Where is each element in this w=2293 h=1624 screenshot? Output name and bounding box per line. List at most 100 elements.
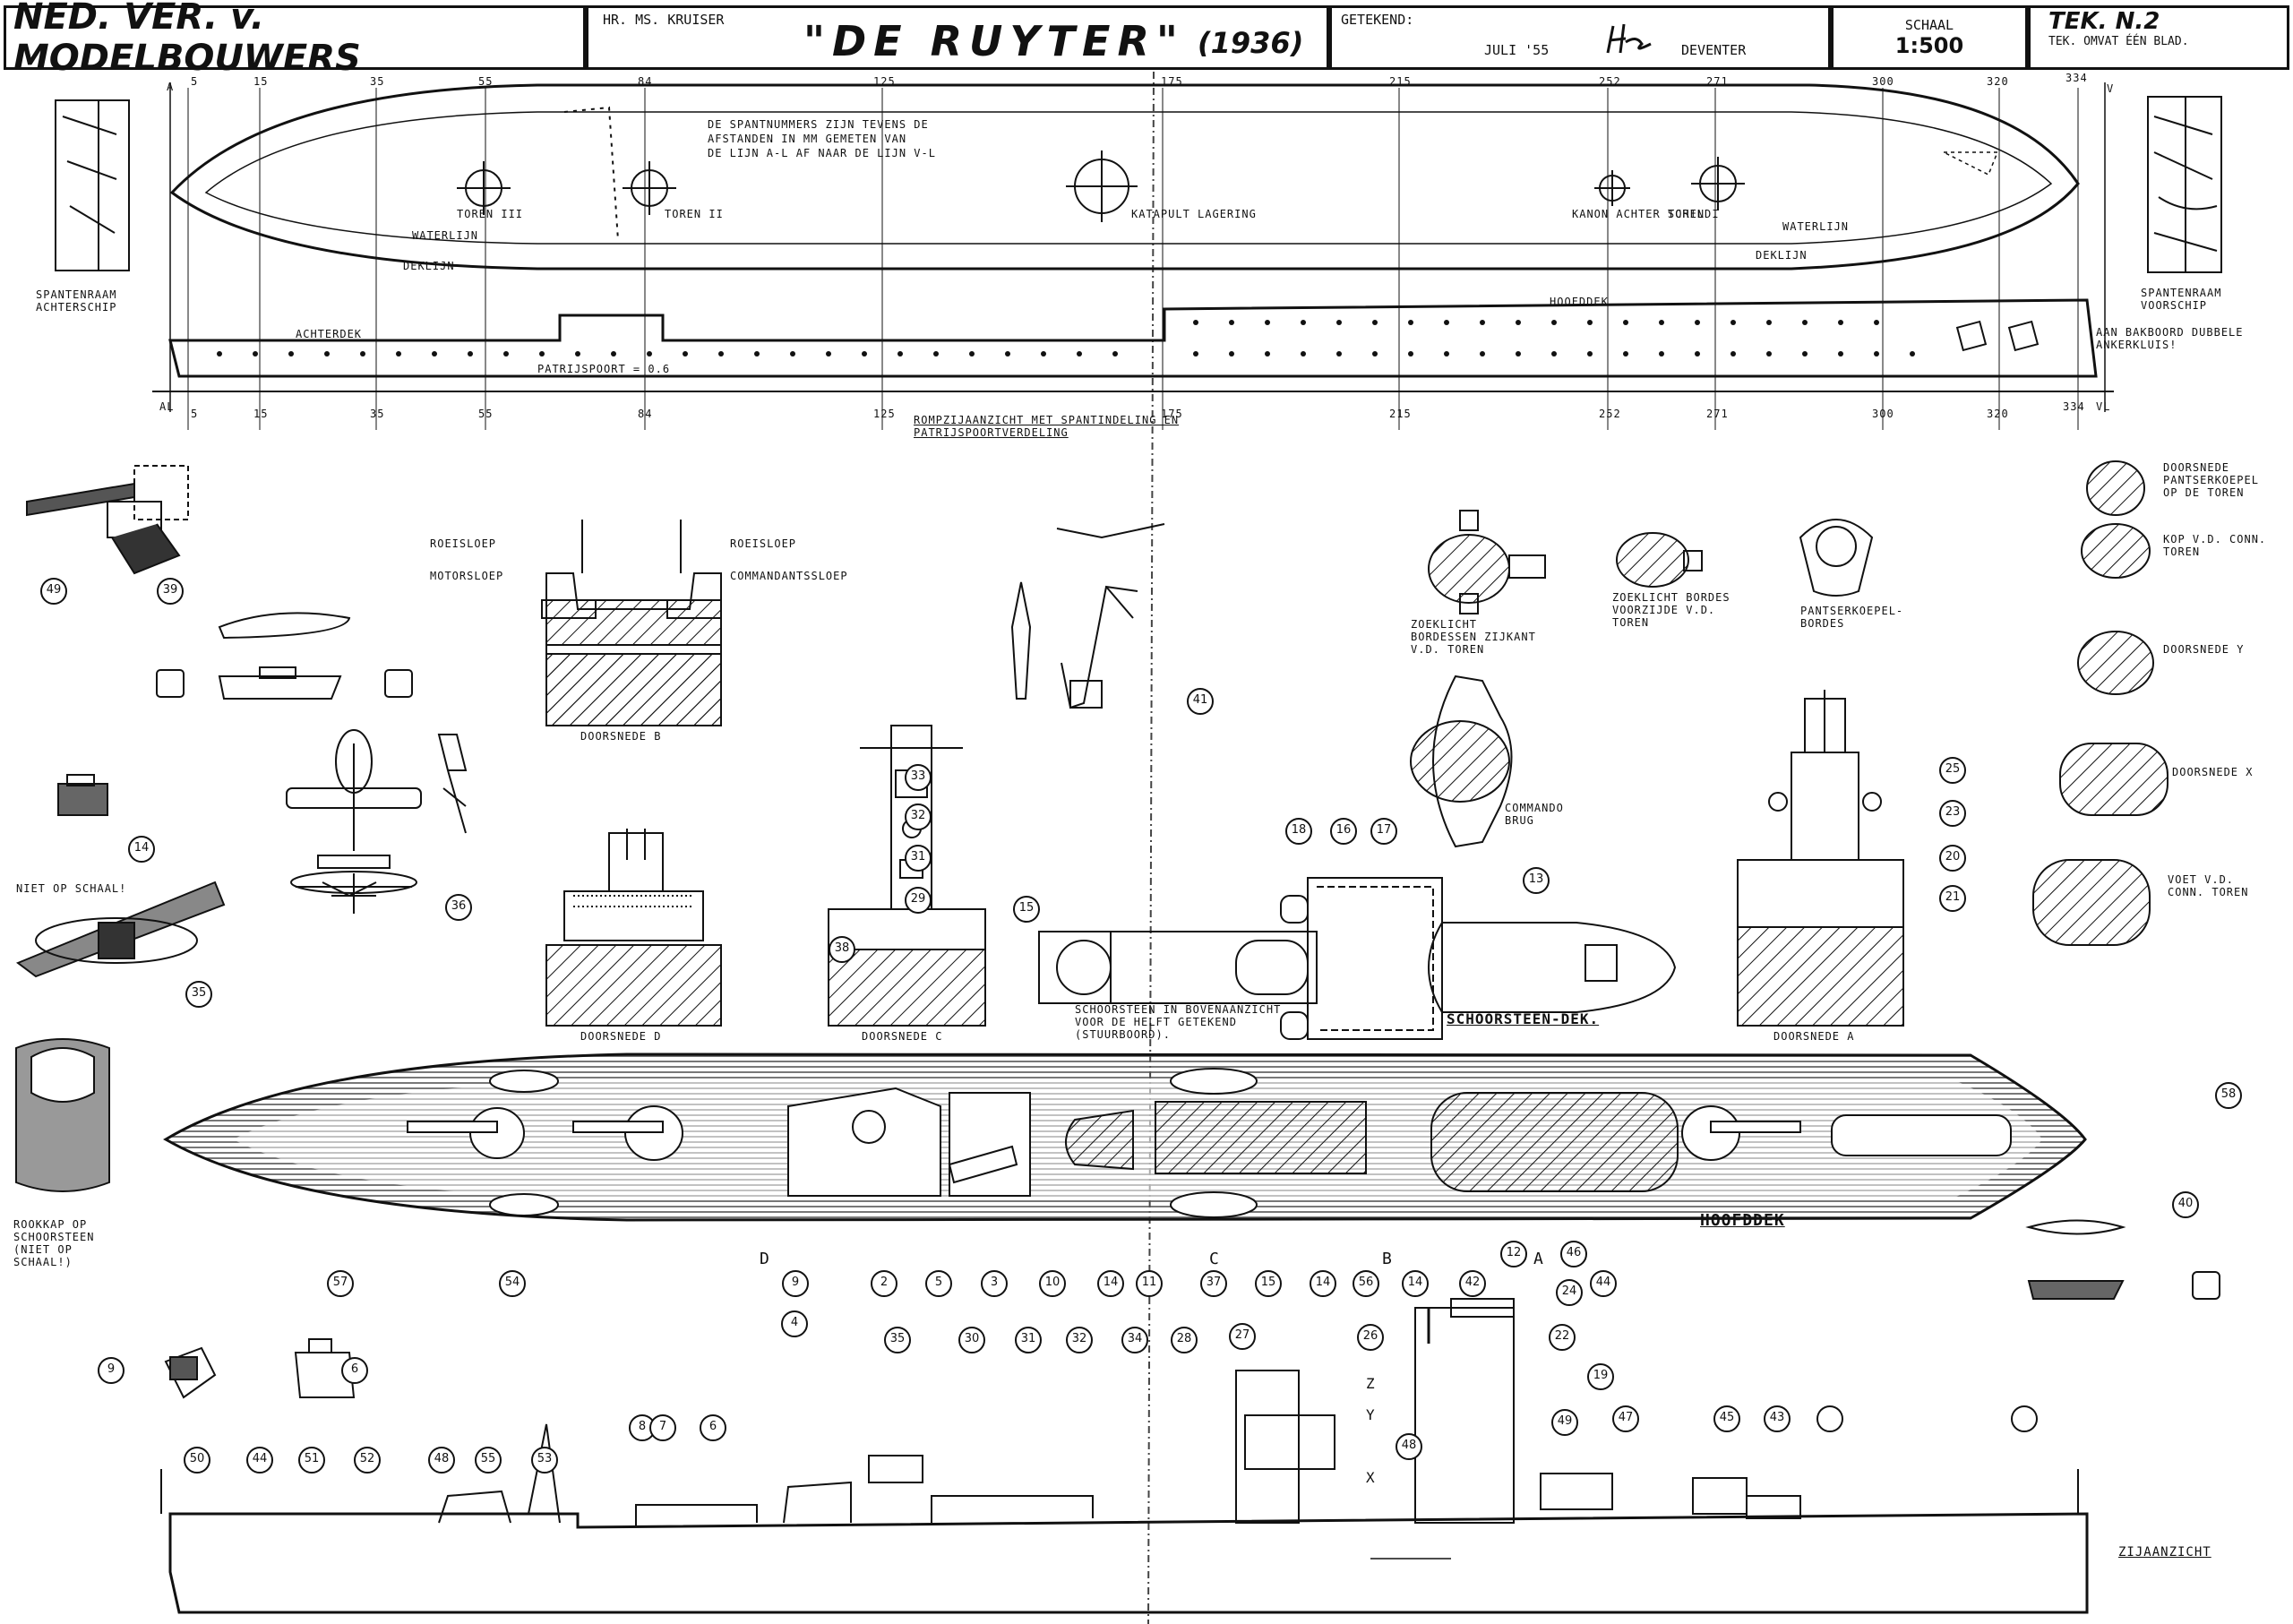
- section-letter-D: D: [760, 1250, 770, 1268]
- side-callout-8: 8: [638, 1420, 647, 1433]
- porthole-row-aft: [217, 320, 1915, 357]
- plan-note-line-1: DE SPANTNUMMERS ZIJN TEVENS DE: [708, 118, 929, 131]
- mid-callout-32: 32: [910, 809, 926, 822]
- section-letter-C: C: [1209, 1250, 1220, 1268]
- label-schoorsteen-dek: SCHOORSTEEN-DEK.: [1447, 1010, 1600, 1027]
- platform-35: [15, 881, 226, 978]
- mid-callout-49: 49: [46, 583, 62, 597]
- side-callout-26: 26: [1362, 1329, 1378, 1343]
- section-b: [541, 520, 722, 726]
- label-achterdek: ACHTERDEK: [296, 328, 363, 340]
- side-hull-profile: [152, 298, 2114, 392]
- label-rompzijaanzicht: ROMPZIJAANZICHT MET SPANTINDELING EN PAT…: [914, 414, 1180, 439]
- section-a: [1737, 690, 1904, 1027]
- label-deklijn-aft: DEKLIJN: [403, 260, 455, 272]
- frame-bottom-271: 271: [1706, 408, 1729, 420]
- side-callout-52: 52: [359, 1452, 375, 1465]
- deck-callout-14: 14: [1103, 1276, 1119, 1289]
- title-box-scale: SCHAAL 1:500: [1831, 5, 2028, 70]
- mid-callout-39: 39: [162, 583, 178, 597]
- mid-callout-18: 18: [1291, 823, 1307, 837]
- label-spanten-achter: SPANTENRAAM ACHTERSCHIP: [36, 288, 117, 314]
- title-box-society: NED. VER. v. MODELBOUWERS: [4, 0, 586, 79]
- frame-bottom-AL: AL: [159, 400, 175, 413]
- deck-callout-42: 42: [1464, 1276, 1481, 1289]
- main-deck-plan: [163, 1053, 2087, 1222]
- label-hoofddek-top: HOOFDDEK: [1550, 296, 1609, 308]
- section-d: [545, 829, 722, 1027]
- side-callout-6: 6: [709, 1420, 717, 1433]
- label-zijaanzicht: ZIJAANZICHT: [2118, 1545, 2211, 1560]
- side-callout-55: 55: [480, 1452, 496, 1465]
- deck-callout-10: 10: [1044, 1276, 1061, 1289]
- deck-callout-37: 37: [1206, 1276, 1222, 1289]
- drawn-label: GETEKEND:: [1341, 12, 1414, 28]
- side-callout-31: 31: [1020, 1332, 1036, 1345]
- side-callout-9: 9: [107, 1362, 116, 1376]
- label-ankerkluis: AAN BAKBOORD DUBBELE ANKERKLUIS!: [2096, 326, 2244, 351]
- label-doorsnede-c: DOORSNEDE C: [862, 1030, 943, 1043]
- sheet-note: TEK. OMVAT ÉÉN BLAD.: [2048, 35, 2189, 48]
- side-callout-44: 44: [252, 1452, 268, 1465]
- body-plan-aft: [55, 99, 130, 271]
- deck-turrets: [407, 1105, 2012, 1161]
- deck-callout-3: 3: [990, 1276, 999, 1289]
- searchlight-platforms: [1428, 510, 1874, 614]
- label-spanten-voor: SPANTENRAAM VOORSCHIP: [2141, 287, 2222, 312]
- smoke-cap: [15, 1038, 110, 1192]
- side-callout-7: 7: [658, 1420, 667, 1433]
- deck-callout-2: 2: [880, 1276, 889, 1289]
- society-name: NED. VER. v. MODELBOUWERS: [13, 0, 361, 79]
- mid-callout-29: 29: [910, 892, 926, 906]
- plan-outline-inner: [204, 111, 2053, 245]
- ship-name: "DE RUYTER": [803, 17, 1185, 65]
- label-pantserkoepel: PANTSERKOEPEL-BORDES: [1800, 605, 1904, 630]
- plan-turret-3: [457, 161, 511, 215]
- aa-gun-49: [26, 465, 189, 575]
- section-letter-X: X: [1366, 1469, 1376, 1486]
- label-waterlijn-fore: WATERLIJN: [1782, 220, 1850, 233]
- plan-catapult: [1066, 150, 1138, 222]
- frame-bottom-334: 334: [2063, 400, 2085, 413]
- section-letter-A: A: [1533, 1250, 1544, 1268]
- frame-bottom-125: 125: [873, 408, 896, 420]
- side-callout-24: 24: [1561, 1285, 1577, 1298]
- section-letter-B: B: [1382, 1250, 1393, 1268]
- side-callout-34: 34: [1127, 1332, 1143, 1345]
- label-commando-brug: COMMANDO BRUG: [1505, 802, 1564, 827]
- signature: [1606, 23, 1652, 54]
- boat-40: [2025, 1219, 2220, 1300]
- crane-41: [1010, 523, 1165, 709]
- label-waterlijn-aft: WATERLIJN: [412, 229, 479, 242]
- anchor-hawse: [1955, 320, 2040, 352]
- frame-bottom-55: 55: [478, 408, 494, 420]
- legend-label-1: DOORSNEDE PANTSERKOEPEL OP DE TOREN: [2163, 461, 2259, 499]
- frame-top-A: A: [167, 81, 175, 93]
- label-katapult: KATAPULT LAGERING: [1131, 208, 1257, 220]
- frame-bottom-84: 84: [638, 408, 653, 420]
- side-callout-6: 6: [350, 1362, 359, 1376]
- plan-turret-2: [623, 161, 676, 215]
- side-callout-22: 22: [1554, 1329, 1570, 1343]
- mid-callout-35: 35: [191, 986, 207, 1000]
- side-callout-49: 49: [1557, 1414, 1573, 1428]
- label-hoofddek: HOOFDDEK: [1700, 1211, 1785, 1230]
- deck-callout-14: 14: [1315, 1276, 1331, 1289]
- label-doorsnede-a: DOORSNEDE A: [1773, 1030, 1855, 1043]
- label-zoeklicht-1: ZOEKLICHT BORDESSEN ZIJKANT V.D. TOREN: [1411, 618, 1536, 656]
- deck-callout-57: 57: [332, 1276, 348, 1289]
- frame-top-252: 252: [1599, 75, 1621, 88]
- frame-top-320: 320: [1987, 75, 2009, 88]
- label-toren-2: TOREN II: [665, 208, 724, 220]
- side-callout-43: 43: [1769, 1411, 1785, 1424]
- side-callout-53: 53: [537, 1452, 553, 1465]
- mid-callout-41: 41: [1192, 693, 1208, 707]
- item-6: [294, 1338, 356, 1398]
- mid-callout-38: 38: [834, 941, 850, 955]
- label-roeisloep-1: ROEISLOEP: [430, 537, 497, 550]
- mid-callout-21: 21: [1945, 890, 1961, 904]
- frame-bottom-175: 175: [1161, 408, 1183, 420]
- body-plan-fore: [2147, 96, 2222, 273]
- section-letter-Y: Y: [1366, 1406, 1376, 1423]
